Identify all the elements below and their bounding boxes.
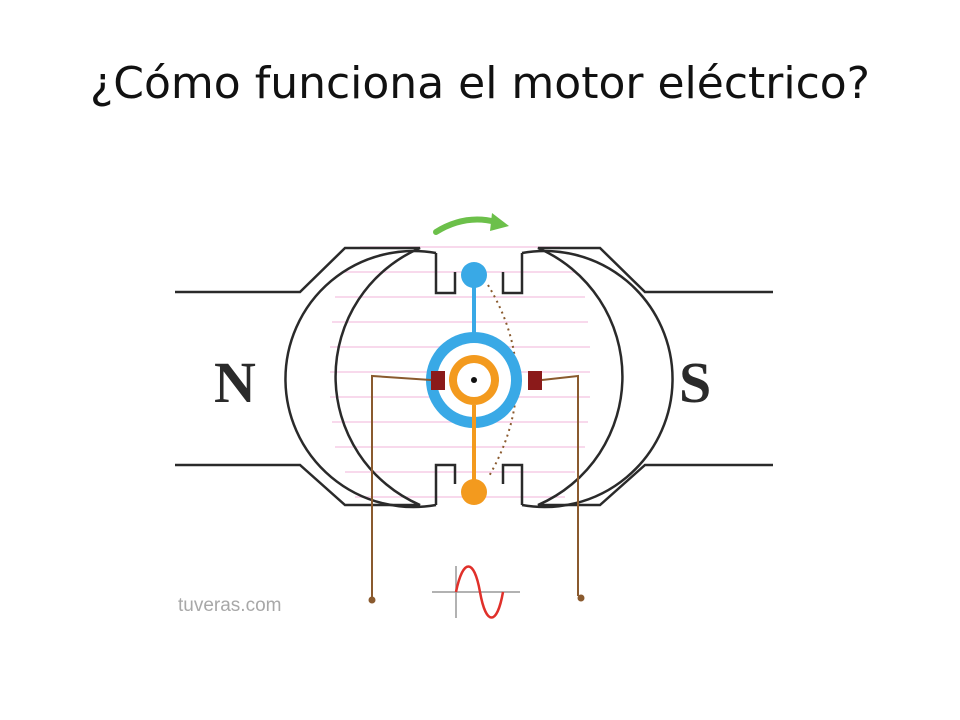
rotation-arrow-icon — [433, 213, 509, 235]
slide-title: ¿Cómo funciona el motor eléctrico? — [89, 58, 871, 109]
north-pole-magnet — [175, 246, 421, 507]
watermark: tuveras.com — [178, 595, 281, 616]
brush-right — [528, 371, 542, 390]
south-pole-label: S — [679, 350, 711, 415]
orange-coil — [449, 355, 499, 505]
terminal-left — [368, 596, 376, 604]
circuit-wires — [371, 374, 579, 598]
south-pole-magnet — [537, 246, 773, 507]
rotor-frame — [284, 249, 674, 509]
rotor-axis — [471, 377, 477, 383]
sine-wave-icon — [432, 565, 520, 619]
terminal-right — [577, 594, 585, 602]
north-pole-label: N — [214, 350, 256, 415]
brush-left — [431, 371, 445, 390]
